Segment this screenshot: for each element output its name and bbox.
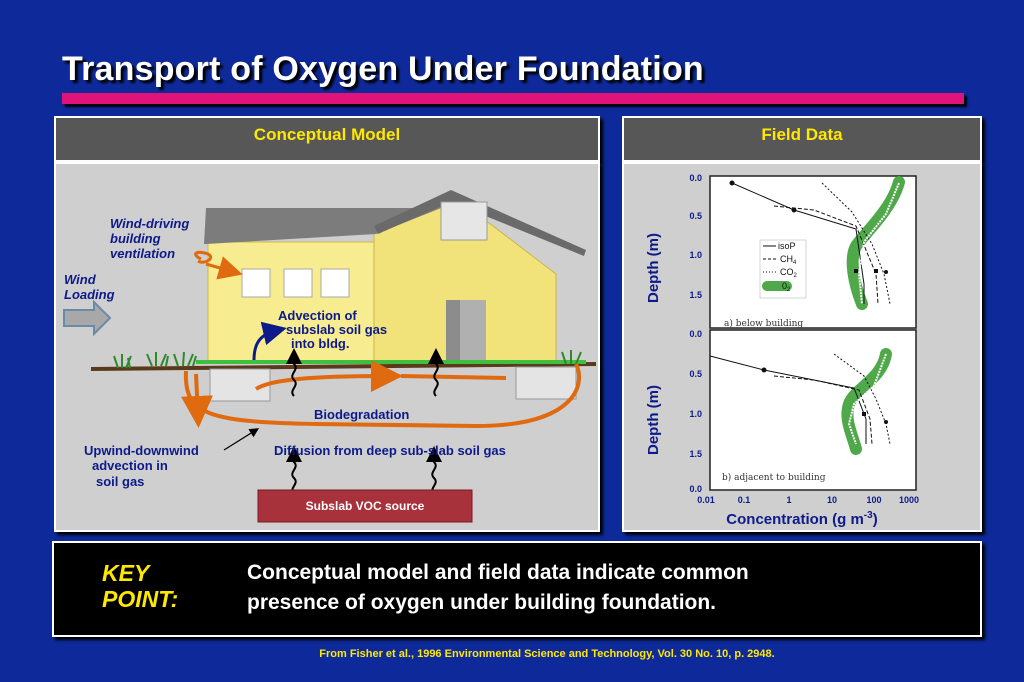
conceptual-model-diagram: Subslab VOC source Wind-driving building…: [63, 190, 597, 523]
legend-co2: CO2: [780, 267, 798, 279]
ground-line: [90, 362, 597, 371]
x-axis-label: Concentration (g m-3): [726, 510, 877, 528]
advection-label-2: subslab soil gas: [286, 322, 387, 337]
series-bottom-isop: [709, 355, 867, 444]
diffusion-label: Diffusion from deep sub-slab soil gas: [274, 443, 506, 458]
ytick-bottom-0: 0.0: [689, 329, 702, 339]
oxygen-band-bottom: [841, 348, 892, 455]
field-data-header: Field Data: [622, 116, 982, 162]
wind-driving-label-1: Wind-driving: [110, 216, 189, 231]
xtick-3: 10: [827, 495, 837, 505]
series-bottom: [709, 353, 891, 445]
subslab-voc-source-label: Subslab VOC source: [306, 499, 425, 513]
wind-driving-label-3: ventilation: [110, 246, 175, 261]
title-rule: [62, 93, 964, 104]
citation: From Fisher et al., 1996 Environmental S…: [319, 648, 775, 660]
inner-advection-arrow: [254, 360, 403, 393]
key-point-text: Conceptual model and field data indicate…: [247, 558, 947, 618]
lawn-strip: [196, 360, 586, 364]
marker-bottom-ch4-1: [862, 412, 866, 416]
marker-top-ch4-1: [854, 269, 858, 273]
xtick-5: 1000: [899, 495, 919, 505]
series-top-co2: [821, 182, 891, 305]
key-point-label-line-2: POINT:: [102, 586, 179, 612]
series-top-o2: [857, 182, 900, 305]
footing-right: [515, 366, 577, 400]
xtick-2: 1: [786, 495, 791, 505]
series-top-isop: [731, 182, 865, 304]
series-bottom-co2: [833, 353, 891, 445]
biodegradation-label: Biodegradation: [314, 407, 409, 422]
legend-o2: 02: [782, 281, 791, 293]
conceptual-model-header: Conceptual Model: [54, 116, 600, 162]
ytick-top-2: 1.0: [689, 250, 702, 260]
upwind-pointer: [223, 428, 260, 451]
conceptual-model-panel: Subslab VOC source Wind-driving building…: [54, 162, 600, 532]
series-top: [731, 182, 900, 305]
marker-bottom-isop-1: [761, 367, 767, 373]
ytick-top-0: 0.0: [689, 173, 702, 183]
marker-top-co2-1: [884, 270, 888, 274]
plot-frame-top: [709, 175, 917, 329]
ytick-bottom-4: 0.0: [689, 484, 702, 494]
conceptual-model-title: Conceptual Model: [253, 125, 401, 144]
y-axis-label-bottom: Depth (m): [645, 385, 662, 455]
key-point-label: KEY POINT:: [102, 560, 212, 612]
xtick-1: 0.1: [738, 495, 751, 505]
ytick-top-3: 1.5: [689, 290, 702, 300]
upwind-label-1: Upwind-downwind: [84, 443, 199, 458]
marker-top-ch4-2: [874, 269, 878, 273]
xtick-0: 0.01: [697, 495, 715, 505]
marker-top-isop-2: [791, 207, 797, 213]
legend: isoP CH4 CO2 02: [759, 239, 807, 299]
series-bottom-o2: [847, 353, 887, 445]
legend-isop: isoP: [778, 241, 796, 251]
xtick-4: 100: [866, 495, 881, 505]
diffusion-squiggles: [286, 348, 444, 495]
ytick-top-1: 0.5: [689, 211, 702, 221]
field-data-panel: Depth (m) Depth (m) 0.0 0.5 1.0 1.5 0.0 …: [622, 162, 982, 532]
wind-driving-label-2: building: [110, 231, 161, 246]
legend-ch4: CH4: [780, 254, 797, 266]
oxygen-band-top: [846, 176, 905, 310]
marker-bottom-co2-1: [884, 420, 888, 424]
caption-adjacent-building: b) adjacent to building: [722, 472, 826, 483]
slide-title: Transport of Oxygen Under Foundation: [62, 50, 704, 88]
subslab-voc-source-box: [257, 489, 473, 523]
advection-label-3: into bldg.: [291, 336, 349, 351]
wind-arrow-icon: [63, 299, 112, 337]
ytick-bottom-3: 1.5: [689, 449, 702, 459]
key-point-label-line-1: KEY: [102, 560, 150, 586]
grass-icon: [113, 350, 582, 369]
field-data-title: Field Data: [761, 125, 843, 144]
wind-loading-label-1: Wind: [64, 272, 97, 287]
series-top-ch4: [773, 205, 879, 305]
house: [204, 190, 586, 363]
key-point-text-line-2: presence of oxygen under building founda…: [247, 591, 717, 614]
advection-into-building-arrow: [252, 321, 287, 361]
caption-below-building: a) below building: [724, 318, 803, 329]
advection-label-1: Advection of: [278, 308, 357, 323]
marker-top-isop-1: [729, 180, 735, 186]
field-data-chart: Depth (m) Depth (m) 0.0 0.5 1.0 1.5 0.0 …: [645, 173, 919, 528]
key-point-text-line-1: Conceptual model and field data indicate…: [247, 561, 749, 584]
upwind-label-3: soil gas: [96, 474, 144, 489]
y-axis-label-top: Depth (m): [645, 233, 662, 303]
series-bottom-ch4: [773, 375, 873, 445]
upwind-label-2: advection in: [92, 458, 168, 473]
ventilation-swirl-icon: [194, 250, 213, 264]
key-point-box: KEY POINT: Conceptual model and field da…: [52, 541, 982, 637]
wind-loading-label-2: Loading: [64, 287, 115, 302]
ytick-bottom-1: 0.5: [689, 369, 702, 379]
ytick-bottom-2: 1.0: [689, 409, 702, 419]
